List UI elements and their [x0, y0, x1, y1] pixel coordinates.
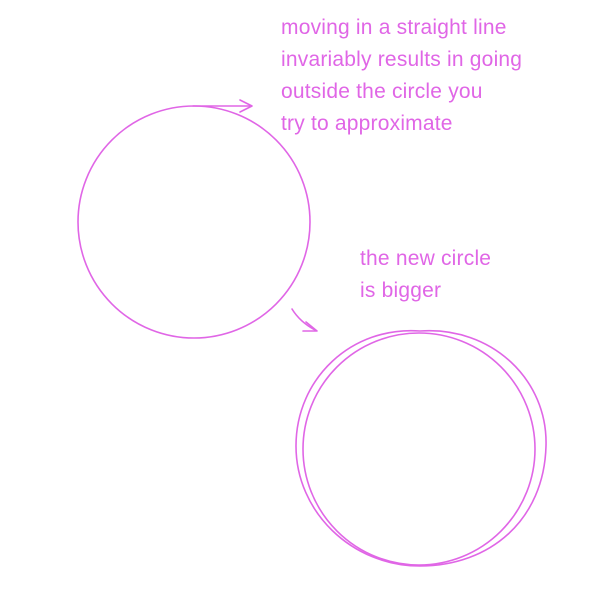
annotation-top-line: try to approximate: [281, 112, 453, 135]
tangent-arrow-head: [239, 99, 253, 113]
annotation-top-line: invariably results in going: [281, 48, 523, 71]
annotation-top-line: outside the circle you: [281, 80, 483, 103]
outer-circle: [295, 329, 547, 567]
annotation-bottom-line: the new circle: [360, 247, 492, 270]
transition-arrow: [291, 308, 316, 331]
inner-circle: [302, 332, 536, 566]
annotation-top-line: moving in a straight line: [281, 16, 507, 39]
transition-arrow-head: [302, 321, 318, 332]
annotation-bottom-line: is bigger: [360, 279, 442, 302]
original-circle: [77, 105, 311, 339]
annotation-top: moving in a straight line invariably res…: [281, 12, 522, 140]
annotation-bottom: the new circle is bigger: [360, 243, 491, 307]
